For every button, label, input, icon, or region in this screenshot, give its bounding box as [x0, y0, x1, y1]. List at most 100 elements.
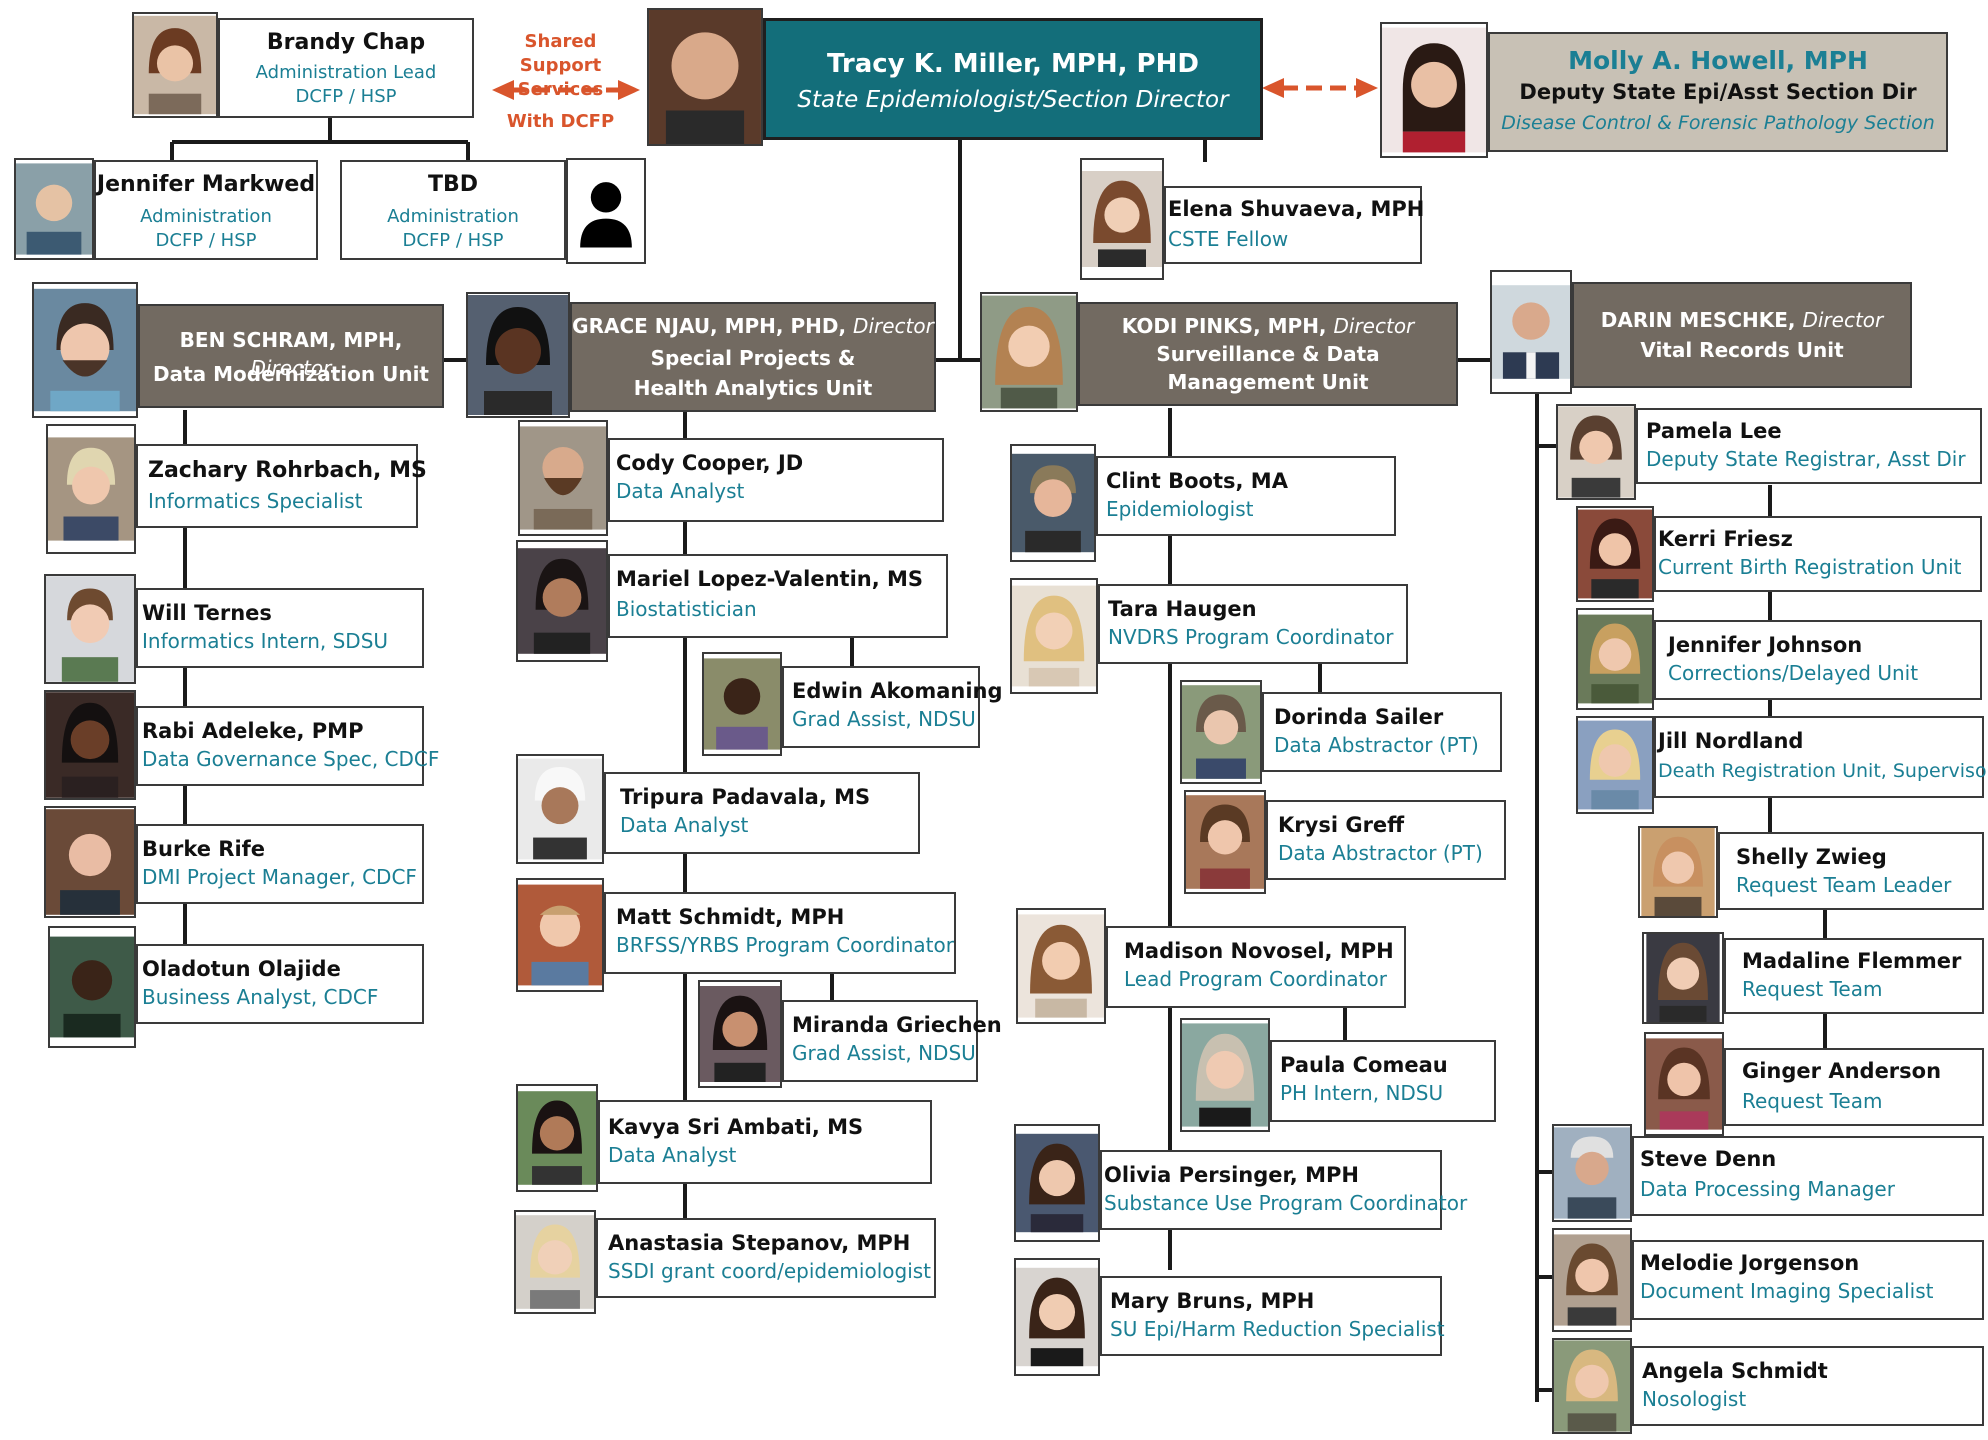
staff-name: Ginger Anderson [1742, 1059, 1942, 1083]
staff-card: Olivia Persinger, MPH Substance Use Prog… [1100, 1150, 1467, 1230]
person-photo-icon [46, 576, 134, 682]
staff-name: Rabi Adeleke, PMP [142, 719, 364, 743]
avatar [566, 158, 646, 264]
staff-title: Epidemiologist [1106, 497, 1254, 521]
admin-staff-name: TBD [427, 172, 479, 197]
avatar [518, 420, 608, 536]
avatar [1576, 506, 1654, 602]
staff-card: Cody Cooper, JD Data Analyst [608, 438, 944, 522]
avatar [1180, 680, 1262, 784]
staff-card: Tripura Padavala, MS Data Analyst [604, 772, 920, 854]
avatar [1380, 22, 1488, 158]
staff-name: Clint Boots, MA [1106, 469, 1288, 493]
unit-name-line1: Special Projects & [650, 346, 856, 370]
staff-name: Kerri Friesz [1658, 527, 1793, 551]
staff-title: Data Abstractor (PT) [1278, 841, 1483, 865]
avatar [516, 754, 604, 864]
staff-card: Mariel Lopez-Valentin, MS Biostatisticia… [608, 554, 948, 638]
shared-line2: Support Services [517, 55, 604, 100]
staff-name: Paula Comeau [1280, 1053, 1448, 1077]
avatar [466, 292, 570, 418]
staff-title: BRFSS/YRBS Program Coordinator [616, 933, 954, 957]
avatar [516, 540, 608, 662]
staff-name: Dorinda Sailer [1274, 705, 1444, 729]
admin-lead-name: Brandy Chap [266, 30, 426, 55]
avatar [698, 980, 782, 1088]
deputy-box: Molly A. Howell, MPH Deputy State Epi/As… [1488, 32, 1948, 152]
person-photo-icon [649, 10, 761, 144]
avatar [44, 690, 136, 800]
staff-title: Corrections/Delayed Unit [1668, 661, 1919, 685]
deputy-name: Molly A. Howell, MPH [1568, 46, 1868, 75]
admin-lead-box: Brandy Chap Administration Lead DCFP / H… [218, 18, 474, 118]
person-photo-icon [1016, 1267, 1098, 1367]
staff-card: Will Ternes Informatics Intern, SDSU [136, 588, 424, 668]
person-photo-icon [468, 295, 568, 415]
staff-card: Rabi Adeleke, PMP Data Governance Spec, … [136, 706, 439, 786]
staff-card: Jill Nordland Death Registration Unit, S… [1654, 716, 1988, 798]
avatar [1576, 608, 1654, 710]
staff-title: Request Team [1742, 1089, 1883, 1113]
staff-title: Substance Use Program Coordinator [1104, 1191, 1468, 1215]
person-photo-icon [1082, 171, 1162, 267]
avatar [1490, 270, 1572, 394]
person-photo-icon [1012, 585, 1096, 687]
person-photo-icon [1492, 285, 1570, 379]
unit-name-line1: Surveillance & Data [1156, 342, 1380, 366]
admin-staff-title: Administration [387, 206, 519, 227]
avatar [1642, 932, 1724, 1024]
person-photo-icon [1646, 1038, 1722, 1130]
staff-card: Dorinda Sailer Data Abstractor (PT) [1262, 692, 1502, 772]
staff-card: Oladotun Olajide Business Analyst, CDCF [136, 944, 424, 1024]
staff-title: Biostatistician [616, 597, 757, 621]
avatar [1638, 826, 1718, 918]
avatar [32, 282, 138, 418]
person-photo-icon [1182, 1023, 1268, 1127]
avatar [980, 292, 1078, 412]
unit-header-special-projects: GRACE NJAU, MPH, PHD, Director Special P… [570, 302, 936, 412]
person-photo-icon [16, 163, 92, 255]
unit-name: Data Modernization Unit [153, 362, 429, 386]
staff-title: Nosologist [1642, 1387, 1747, 1411]
avatar [1556, 404, 1636, 500]
staff-card: Edwin Akomaning Grad Assist, NDSU [782, 666, 1003, 748]
staff-name: Edwin Akomaning [792, 679, 1003, 703]
person-photo-icon [982, 295, 1076, 409]
person-photo-icon [1182, 685, 1260, 779]
staff-name: Pamela Lee [1646, 419, 1782, 443]
staff-name: Mariel Lopez-Valentin, MS [616, 567, 924, 591]
admin-staff-org: DCFP / HSP [402, 230, 504, 251]
deputy-title: Deputy State Epi/Asst Section Dir [1519, 80, 1917, 104]
staff-card: Melodie Jorgenson Document Imaging Speci… [1632, 1240, 1984, 1320]
admin-staff-org: DCFP / HSP [155, 230, 257, 251]
staff-card: Anastasia Stepanov, MPH SSDI grant coord… [596, 1218, 936, 1298]
unit-director-name: BEN SCHRAM, MPH, [179, 328, 403, 352]
staff-card: Ginger Anderson Request Team [1724, 1048, 1984, 1126]
staff-title: Grad Assist, NDSU [792, 707, 976, 731]
staff-card: Zachary Rohrbach, MS Informatics Special… [136, 444, 427, 528]
staff-card: Jennifer Johnson Corrections/Delayed Uni… [1654, 620, 1982, 700]
person-photo-icon [1578, 614, 1652, 704]
person-photo-icon [518, 548, 606, 654]
person-photo-icon [518, 1091, 596, 1185]
person-photo-icon [516, 1215, 594, 1309]
unit-director-role: Director [1333, 314, 1415, 338]
avatar [44, 574, 136, 684]
staff-title: Data Analyst [620, 813, 749, 837]
staff-title: Document Imaging Specialist [1640, 1279, 1934, 1303]
unit-header-surveillance: KODI PINKS, MPH, Director Surveillance &… [1078, 302, 1458, 406]
staff-card: Miranda Griechen Grad Assist, NDSU [782, 1000, 1002, 1082]
person-silhouette-icon [568, 165, 644, 257]
staff-name: Steve Denn [1640, 1147, 1777, 1171]
staff-name: Zachary Rohrbach, MS [148, 458, 427, 483]
avatar [1016, 908, 1106, 1024]
person-photo-icon [1646, 934, 1720, 1022]
staff-card: Mary Bruns, MPH SU Epi/Harm Reduction Sp… [1100, 1276, 1445, 1356]
staff-name: Tripura Padavala, MS [620, 785, 871, 809]
staff-card: Madison Novosel, MPH Lead Program Coordi… [1106, 926, 1406, 1008]
deputy-section: Disease Control & Forensic Pathology Sec… [1501, 112, 1935, 134]
person-photo-icon [46, 809, 134, 915]
fellow-box: Elena Shuvaeva, MPH CSTE Fellow [1164, 186, 1424, 264]
staff-card: Paula Comeau PH Intern, NDSU [1270, 1040, 1496, 1122]
staff-title: Data Abstractor (PT) [1274, 733, 1479, 757]
